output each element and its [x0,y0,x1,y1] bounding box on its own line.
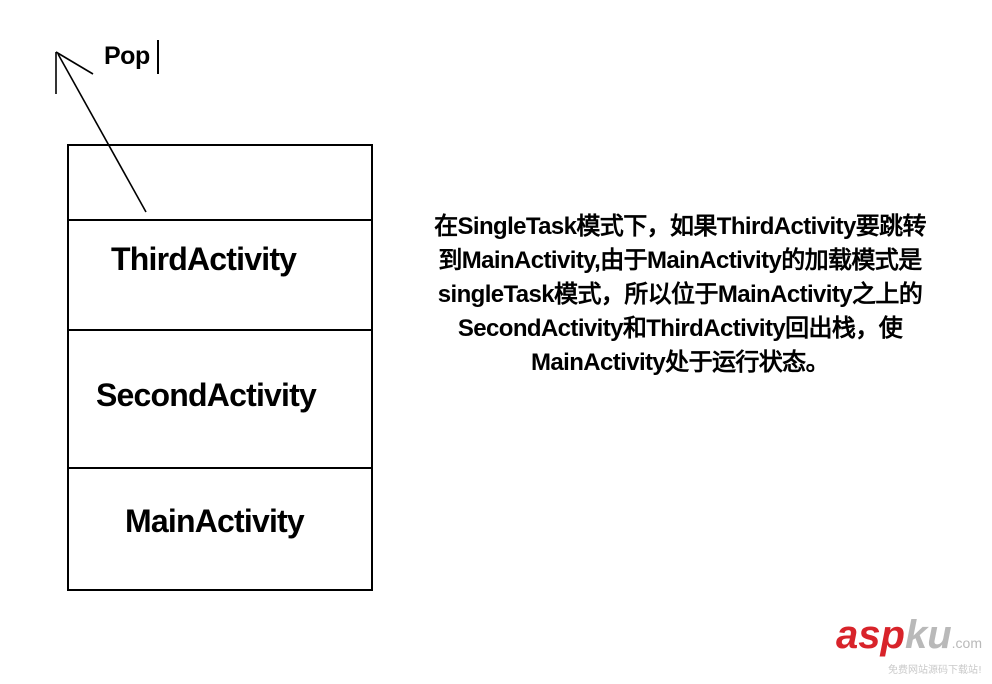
explanation-line: 在SingleTask模式下，如果ThirdActivity要跳转 [434,213,926,240]
pop-arrowhead-horizontal [55,51,94,75]
explanation-line: SecondActivity和ThirdActivity回出栈，使 [457,315,903,342]
watermark-tagline: 免费网站源码下载站! [887,665,982,676]
explanation-line: 到MainActivity,由于MainActivity的加载模式是 [438,247,922,274]
watermark: aspku.com 免费网站源码下载站! [836,615,982,676]
main-activity-label: MainActivity [125,503,305,539]
watermark-brand-red: asp [836,613,905,657]
stack-slot-second-activity: SecondActivity [69,329,371,467]
text-cursor [157,40,159,74]
watermark-domain: .com [951,635,982,651]
pop-label: Pop [104,42,150,70]
pop-arrow-shaft [57,53,147,213]
watermark-brand-gray: ku [904,613,952,657]
watermark-logo: aspku.com [836,615,982,663]
stack-slot-third-activity: ThirdActivity [69,219,371,329]
explanation-line: MainActivity处于运行状态。 [531,349,830,376]
stack-slot-main-activity: MainActivity [69,467,371,589]
second-activity-label: SecondActivity [96,377,317,413]
activity-stack: ThirdActivity SecondActivity MainActivit… [67,144,373,591]
explanation-text: 在SingleTask模式下，如果ThirdActivity要跳转 到MainA… [380,210,980,380]
third-activity-label: ThirdActivity [111,241,297,277]
stack-slot-empty [69,146,371,219]
explanation-line: singleTask模式，所以位于MainActivity之上的 [437,281,923,308]
